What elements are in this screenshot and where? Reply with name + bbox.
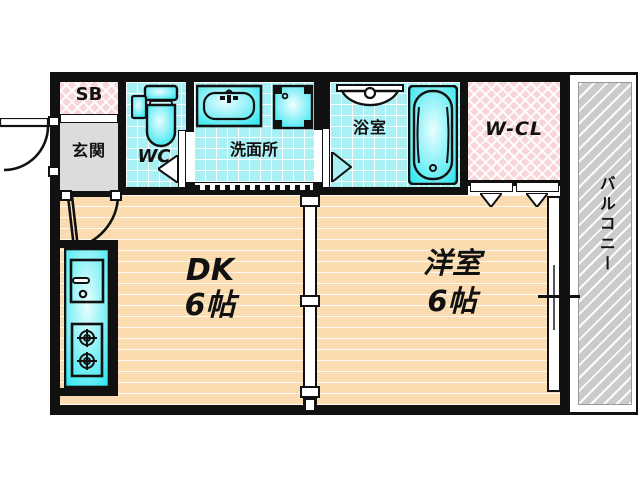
- partition-jamb-bottom: [300, 386, 320, 398]
- room-genkan: [60, 123, 118, 195]
- partition-jamb-bottom-stub: [304, 398, 316, 412]
- wc-door-swing-indicator: [156, 153, 180, 185]
- entrance-door-swing: [0, 116, 56, 198]
- wcl-door-right-indicator: [523, 192, 551, 209]
- label-wc: WC: [137, 146, 171, 167]
- toilet-fixture: [130, 84, 183, 156]
- room-sb: [60, 82, 118, 114]
- label-sb: SB: [75, 84, 103, 105]
- wall-outer-left: [50, 72, 60, 415]
- bathtub-fixture: [407, 84, 459, 186]
- wall-wc-senmenjo: [186, 72, 194, 132]
- wall-genkan-wc: [118, 72, 126, 195]
- genkan-inner-jamb-left: [60, 190, 72, 201]
- bath-door-swing-indicator: [330, 149, 353, 185]
- wall-bath-wcl: [460, 72, 468, 195]
- wcl-door-left-indicator: [477, 192, 505, 209]
- vanity-sink-fixture: [195, 84, 264, 128]
- wall-senmenjo-bath: [314, 72, 330, 130]
- wall-wet-zone-bottom: [118, 187, 468, 195]
- kitchen-counter-block: [63, 247, 111, 389]
- room-balcony: [578, 82, 632, 405]
- partition-jamb-top: [300, 195, 320, 207]
- balcony-rail-top: [570, 72, 638, 75]
- washing-machine-space: [272, 84, 314, 130]
- balcony-door-open-marker: [538, 295, 580, 298]
- label-balcony: バルコニー: [596, 175, 616, 275]
- kitchen-counter-right-wall: [110, 248, 118, 390]
- kitchen-counter-bottom-wall: [60, 388, 118, 396]
- sb-door-panel: [60, 114, 118, 123]
- kitchen-counter-top-wall: [60, 240, 118, 248]
- label-wcl: W-CL: [484, 118, 544, 140]
- label-dk-size: 6帖: [184, 288, 236, 323]
- room-wcl: [468, 82, 560, 180]
- wall-outer-right: [560, 72, 570, 415]
- label-dk-name: DK: [185, 253, 235, 288]
- senmenjo-sliding-door: [194, 182, 314, 191]
- partition-jamb-mid: [300, 295, 320, 307]
- label-genkan: 玄関: [71, 141, 106, 160]
- wall-genkan-bottom: [56, 191, 118, 197]
- wcl-door-right: [516, 182, 559, 192]
- entrance-jamb-top: [48, 116, 60, 127]
- label-yoshitsu-name: 洋室: [422, 246, 481, 280]
- label-senmenjo: 洗面所: [229, 140, 278, 159]
- label-yoshitsu-size: 6帖: [427, 284, 477, 318]
- entrance-jamb-bottom: [48, 166, 60, 177]
- bath-door-panel: [322, 128, 330, 188]
- wall-outer-top: [50, 72, 570, 82]
- wcl-door-left: [470, 182, 513, 192]
- bathroom-washbasin: [336, 84, 404, 118]
- label-yokushitsu: 浴室: [352, 118, 387, 137]
- genkan-inner-jamb-right: [110, 190, 122, 201]
- room-yoshitsu: [310, 195, 560, 405]
- balcony-rail-bottom: [570, 412, 638, 415]
